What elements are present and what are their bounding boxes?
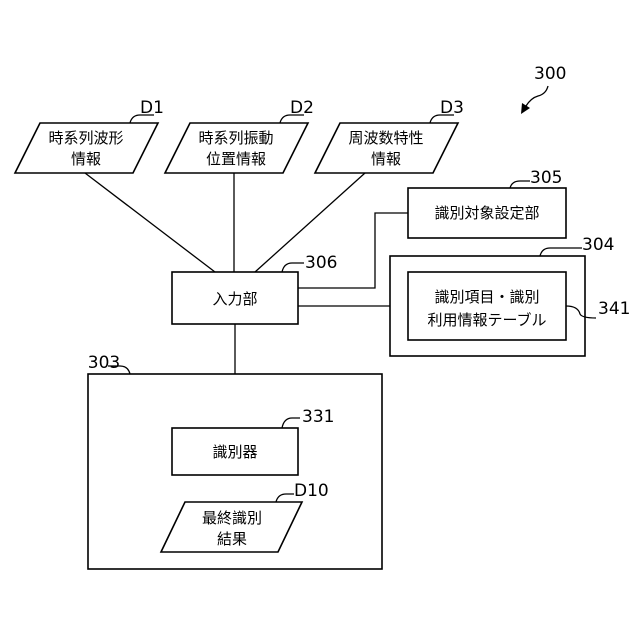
input-unit-leader <box>282 263 304 272</box>
target-setting-unit-ref: 305 <box>530 168 562 188</box>
data-item-d3-ref: D3 <box>440 98 464 118</box>
data-item-d1: 時系列波形 情報 D1 <box>15 98 164 173</box>
input-unit-label: 入力部 <box>212 290 257 308</box>
data-item-d3-line2: 情報 <box>371 150 401 168</box>
data-item-d3-line1: 周波数特性 <box>348 129 423 147</box>
target-setting-unit: 識別対象設定部 305 <box>408 168 566 238</box>
data-item-d2-line2: 位置情報 <box>206 150 266 168</box>
final-result-ref: D10 <box>294 481 329 501</box>
storage-unit-ref: 304 <box>582 235 614 255</box>
identification-table-line1: 識別項目・識別 <box>434 288 539 306</box>
final-result-line1: 最終識別 <box>202 509 262 527</box>
data-item-d2: 時系列振動 位置情報 D2 <box>165 98 314 173</box>
identification-table-line2: 利用情報テーブル <box>427 311 546 329</box>
identification-unit-ref: 303 <box>88 353 120 373</box>
classifier-label: 識別器 <box>212 443 257 461</box>
data-item-d1-line1: 時系列波形 <box>48 129 123 147</box>
identification-table-box <box>408 272 566 340</box>
storage-unit-leader <box>540 248 582 256</box>
final-result-line2: 結果 <box>217 530 247 548</box>
connector-d1-input <box>85 173 215 272</box>
figure-ref-arrow <box>521 86 548 114</box>
data-item-d1-ref: D1 <box>140 98 164 118</box>
identification-table-ref: 341 <box>598 299 630 319</box>
figure-ref-label: 300 <box>534 64 566 84</box>
data-item-d3: 周波数特性 情報 D3 <box>315 98 464 173</box>
identification-table: 識別項目・識別 利用情報テーブル 341 <box>408 272 630 340</box>
data-item-d2-ref: D2 <box>290 98 314 118</box>
target-setting-unit-leader <box>510 181 530 188</box>
data-item-d1-line2: 情報 <box>71 150 101 168</box>
target-setting-unit-label: 識別対象設定部 <box>434 204 539 222</box>
data-item-d2-line1: 時系列振動 <box>198 129 273 147</box>
classifier-ref: 331 <box>302 407 334 427</box>
input-unit-ref: 306 <box>305 253 337 273</box>
